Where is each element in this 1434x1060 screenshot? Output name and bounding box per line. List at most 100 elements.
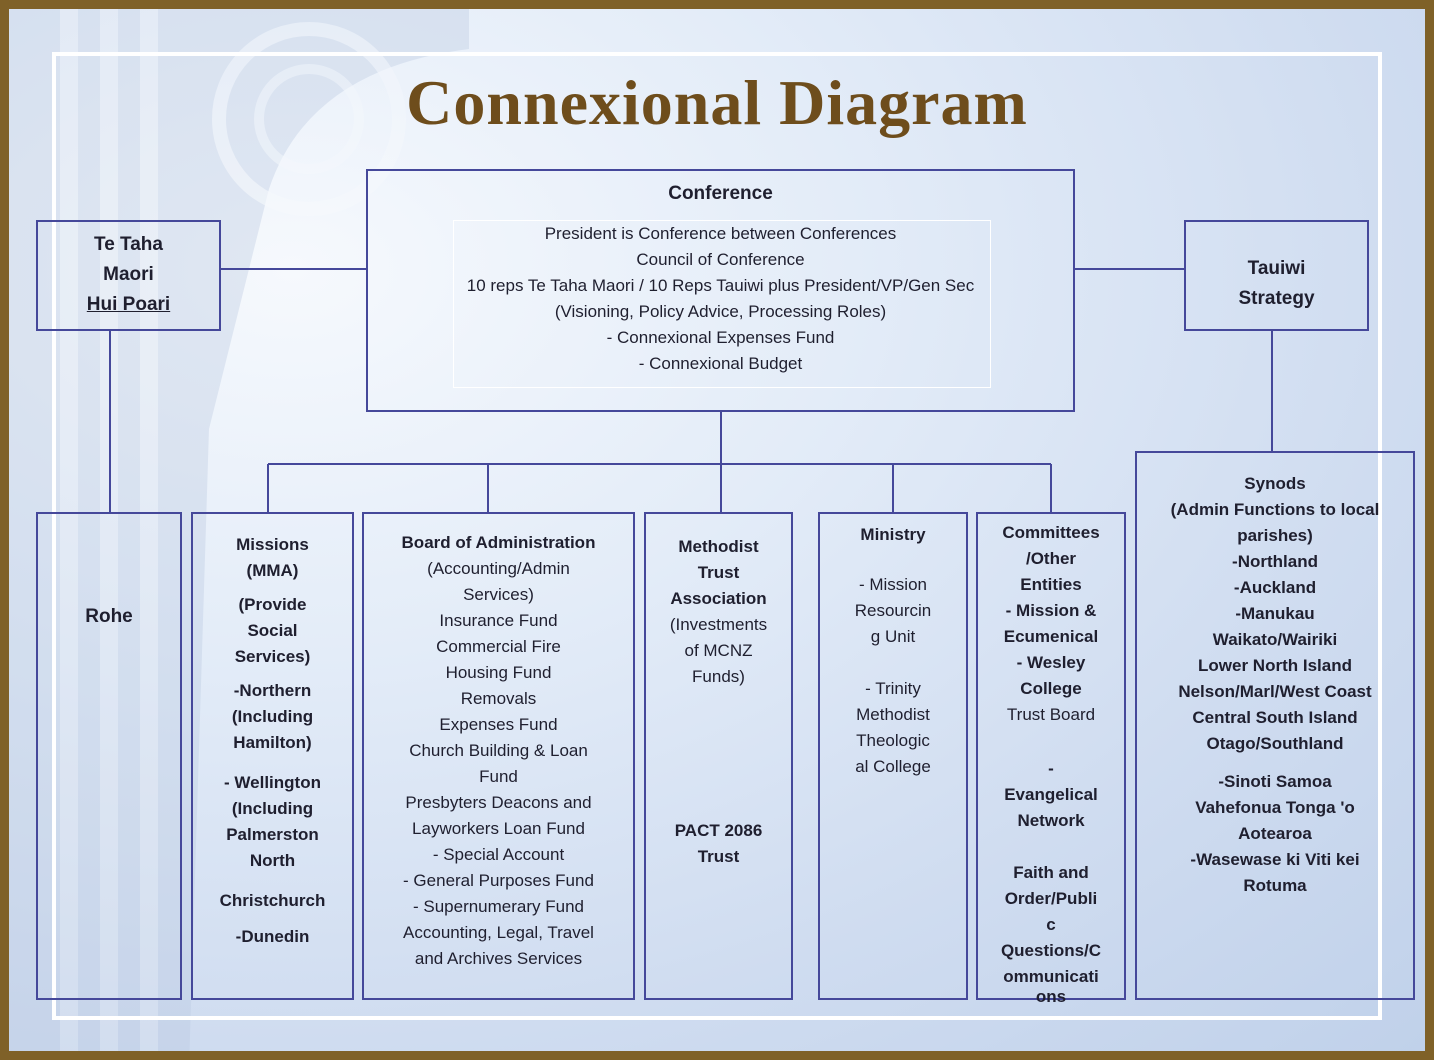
ministry-line: Theologic [856, 731, 930, 750]
missions-line: -Northern [233, 681, 312, 700]
hui-poari-label: Hui Poari [86, 294, 171, 315]
committees-line: Committees [1002, 523, 1100, 542]
board-line: Commercial Fire [436, 637, 561, 656]
board-line: Presbyters Deacons and [405, 793, 592, 812]
missions-line: (Provide [238, 595, 307, 614]
synods-line: Aotearoa [1238, 824, 1312, 843]
missions-box: Missions (MMA) (Provide Social Services)… [191, 512, 354, 1000]
te-taha-maori-line: Maori [103, 264, 154, 285]
committees-line: Ecumenical [1003, 627, 1099, 646]
board-of-administration-box: Board of Administration (Accounting/Admi… [362, 512, 635, 1000]
conference-line: - Connexional Budget [638, 354, 803, 373]
ministry-heading: Ministry [860, 525, 926, 544]
trust-line: Funds) [692, 667, 745, 686]
board-line: Removals [460, 689, 537, 708]
synods-box: Synods (Admin Functions to local parishe… [1135, 451, 1415, 1000]
missions-line: North [249, 851, 296, 870]
synods-line: Otago/Southland [1206, 734, 1344, 753]
missions-line: Palmerston [226, 825, 319, 844]
board-line: - Special Account [432, 845, 565, 864]
trust-heading: Trust [697, 563, 740, 582]
tauiwi-line: Tauiwi [1247, 258, 1306, 279]
board-heading: Board of Administration [401, 533, 596, 552]
conference-details: President is Conference between Conferen… [366, 221, 1075, 377]
committees-line: /Other [1025, 549, 1077, 568]
conference-heading: Conference [668, 183, 773, 204]
tauiwi-strategy-box: Tauiwi Strategy [1184, 220, 1369, 331]
committees-line: - Wesley [1016, 653, 1086, 672]
te-taha-maori-line: Te Taha [94, 234, 163, 255]
board-line: Church Building & Loan [409, 741, 588, 760]
synods-line: parishes) [1237, 526, 1313, 545]
ministry-line: Methodist [856, 705, 930, 724]
ministry-box: Ministry - Mission Resourcin g Unit - Tr… [818, 512, 968, 1000]
board-line: (Accounting/Admin [427, 559, 570, 578]
column-illustration [9, 9, 469, 1051]
committees-line: - [1048, 759, 1054, 778]
ministry-line: g Unit [870, 627, 916, 646]
conference-inner-box [453, 220, 991, 388]
ministry-line: - Trinity [865, 679, 921, 698]
trust-line: of MCNZ [684, 641, 753, 660]
board-line: Housing Fund [445, 663, 552, 682]
committees-line: Entities [1020, 575, 1082, 594]
committees-line: Faith and [1013, 863, 1089, 882]
missions-line: Social [247, 621, 298, 640]
synods-line: Vahefonua Tonga 'o [1195, 798, 1355, 817]
committees-line: Evangelical [1004, 785, 1098, 804]
synods-line: -Northland [1232, 552, 1318, 571]
missions-line: Missions [236, 535, 309, 554]
synods-line: Rotuma [1243, 876, 1307, 895]
board-line: Fund [479, 767, 518, 786]
synods-line: -Auckland [1233, 578, 1317, 597]
conference-line: (Visioning, Policy Advice, Processing Ro… [554, 302, 887, 321]
inner-frame [52, 52, 1382, 1020]
board-line: - General Purposes Fund [403, 871, 594, 890]
pact-trust: Trust [697, 847, 740, 866]
tauiwi-line: Strategy [1238, 288, 1315, 309]
missions-line: - Wellington [224, 773, 321, 792]
missions-line: (Including [231, 799, 314, 818]
missions-line: Christchurch [219, 891, 326, 910]
trust-heading: Methodist [678, 537, 759, 556]
board-line: Insurance Fund [439, 611, 558, 630]
board-line: Layworkers Loan Fund [412, 819, 585, 838]
committees-line: c [1046, 915, 1056, 934]
committees-line: College [1020, 679, 1082, 698]
committees-line: ommunicati [1003, 967, 1099, 986]
committees-line: Network [1017, 811, 1085, 830]
conference-line: - Connexional Expenses Fund [606, 328, 835, 347]
synods-line: -Sinoti Samoa [1218, 772, 1332, 791]
conference-line: Council of Conference [636, 250, 805, 269]
synods-line: (Admin Functions to local [1170, 500, 1380, 519]
committees-line: Order/Publi [1004, 889, 1098, 908]
committees-line: Questions/C [1000, 941, 1102, 960]
trust-line: (Investments [669, 615, 768, 634]
board-line: and Archives Services [414, 949, 583, 968]
missions-line: (MMA) [246, 561, 299, 580]
ministry-line: Resourcin [854, 601, 932, 620]
methodist-trust-box: Methodist Trust Association (Investments… [644, 512, 793, 1000]
committees-box: Committees /Other Entities - Mission & E… [976, 512, 1126, 1005]
missions-line: Services) [234, 647, 311, 666]
conference-line: President is Conference between Conferen… [544, 224, 897, 243]
board-line: Expenses Fund [439, 715, 558, 734]
missions-line: (Including [231, 707, 314, 726]
synods-line: Central South Island [1192, 708, 1358, 727]
committees-line: ons [1035, 987, 1067, 1006]
synods-line: -Wasewase ki Viti kei [1190, 850, 1360, 869]
board-line: - Supernumerary Fund [412, 897, 585, 916]
synods-line: Waikato/Wairiki [1212, 630, 1338, 649]
board-line: Accounting, Legal, Travel [403, 923, 594, 942]
committees-line: Trust Board [1006, 705, 1096, 724]
committees-line: - Mission & [1005, 601, 1097, 620]
ministry-line: al College [855, 757, 931, 776]
missions-line: Hamilton) [233, 733, 312, 752]
board-line: Services) [463, 585, 534, 604]
missions-line: -Dunedin [235, 927, 310, 946]
te-taha-maori-box: Te Taha Maori Hui Poari [36, 220, 221, 331]
rohe-box: Rohe [36, 512, 182, 1000]
rohe-label: Rohe [85, 606, 133, 627]
